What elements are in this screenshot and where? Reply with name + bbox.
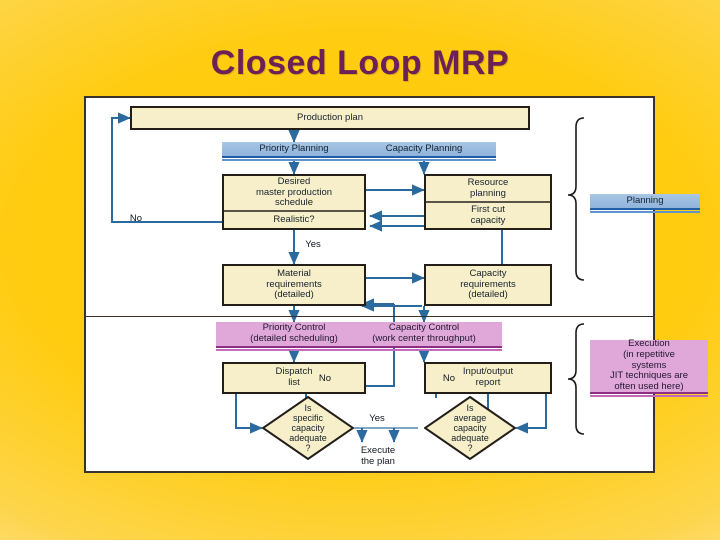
node-production-plan[interactable]: Production plan xyxy=(130,106,530,130)
decision-is-specific-capacity-adequate[interactable]: Is specific capacity adequate ? xyxy=(262,396,354,460)
priority-control-underline xyxy=(216,346,372,348)
bracket-label-planning: Planning xyxy=(590,194,700,208)
edge-label-specific-yes: Yes xyxy=(369,413,385,424)
banner-capacity-planning[interactable]: Capacity Planning xyxy=(352,142,496,156)
label-execute-the-plan: Execute the plan xyxy=(360,445,396,467)
section-brackets xyxy=(567,117,585,435)
diamond-shape xyxy=(262,396,354,460)
capacity-control-underline-2 xyxy=(346,349,502,351)
capacity-planning-underline-2 xyxy=(352,159,496,161)
section-divider xyxy=(86,316,653,317)
decision-is-average-capacity-adequate[interactable]: Is average capacity adequate ? xyxy=(424,396,516,460)
capacity-control-underline xyxy=(346,346,502,348)
decision-label: Is average capacity adequate ? xyxy=(451,402,489,454)
flowchart-canvas: Production plan Priority Planning Capaci… xyxy=(86,98,708,471)
node-resource-planning[interactable]: Resource planning First cut capacity xyxy=(424,174,552,230)
execution-bracket-underline xyxy=(590,392,708,394)
priority-planning-underline-2 xyxy=(222,159,366,161)
node-material-requirements[interactable]: Material requirements (detailed) xyxy=(222,264,366,306)
bracket-label-execution: Execution (in repetitive systems JIT tec… xyxy=(590,338,708,392)
page-title: Closed Loop MRP xyxy=(210,44,510,82)
diagram-frame: Production plan Priority Planning Capaci… xyxy=(84,96,708,473)
edge-label-realistic-yes: Yes xyxy=(305,239,321,250)
diamond-shape xyxy=(424,396,516,460)
execution-bracket-underline-2 xyxy=(590,395,708,397)
realistic-label: Realistic? xyxy=(273,213,315,225)
edge-label-specific-no: No xyxy=(318,373,332,384)
capacity-planning-underline xyxy=(352,156,496,158)
edge-label-average-no: No xyxy=(442,373,456,384)
edge-label-realistic-no: No xyxy=(129,213,143,224)
decision-label: Is specific capacity adequate ? xyxy=(289,402,327,454)
planning-bracket-underline xyxy=(590,208,700,210)
priority-control-underline-2 xyxy=(216,349,372,351)
node-capacity-requirements[interactable]: Capacity requirements (detailed) xyxy=(424,264,552,306)
planning-bracket-underline-2 xyxy=(590,211,700,213)
node-desired-mps[interactable]: Desired master production schedule Reali… xyxy=(222,174,366,230)
banner-priority-planning[interactable]: Priority Planning xyxy=(222,142,366,156)
node-dispatch-list[interactable]: Dispatch list xyxy=(222,362,366,394)
desired-mps-label: Desired master production schedule xyxy=(224,176,364,212)
banner-capacity-control[interactable]: Capacity Control (work center throughput… xyxy=(346,322,502,346)
node-input-output-report[interactable]: Input/output report xyxy=(424,362,552,394)
resource-planning-label: Resource planning xyxy=(426,176,550,203)
priority-planning-underline xyxy=(222,156,366,158)
first-cut-capacity-label: First cut capacity xyxy=(470,203,506,226)
